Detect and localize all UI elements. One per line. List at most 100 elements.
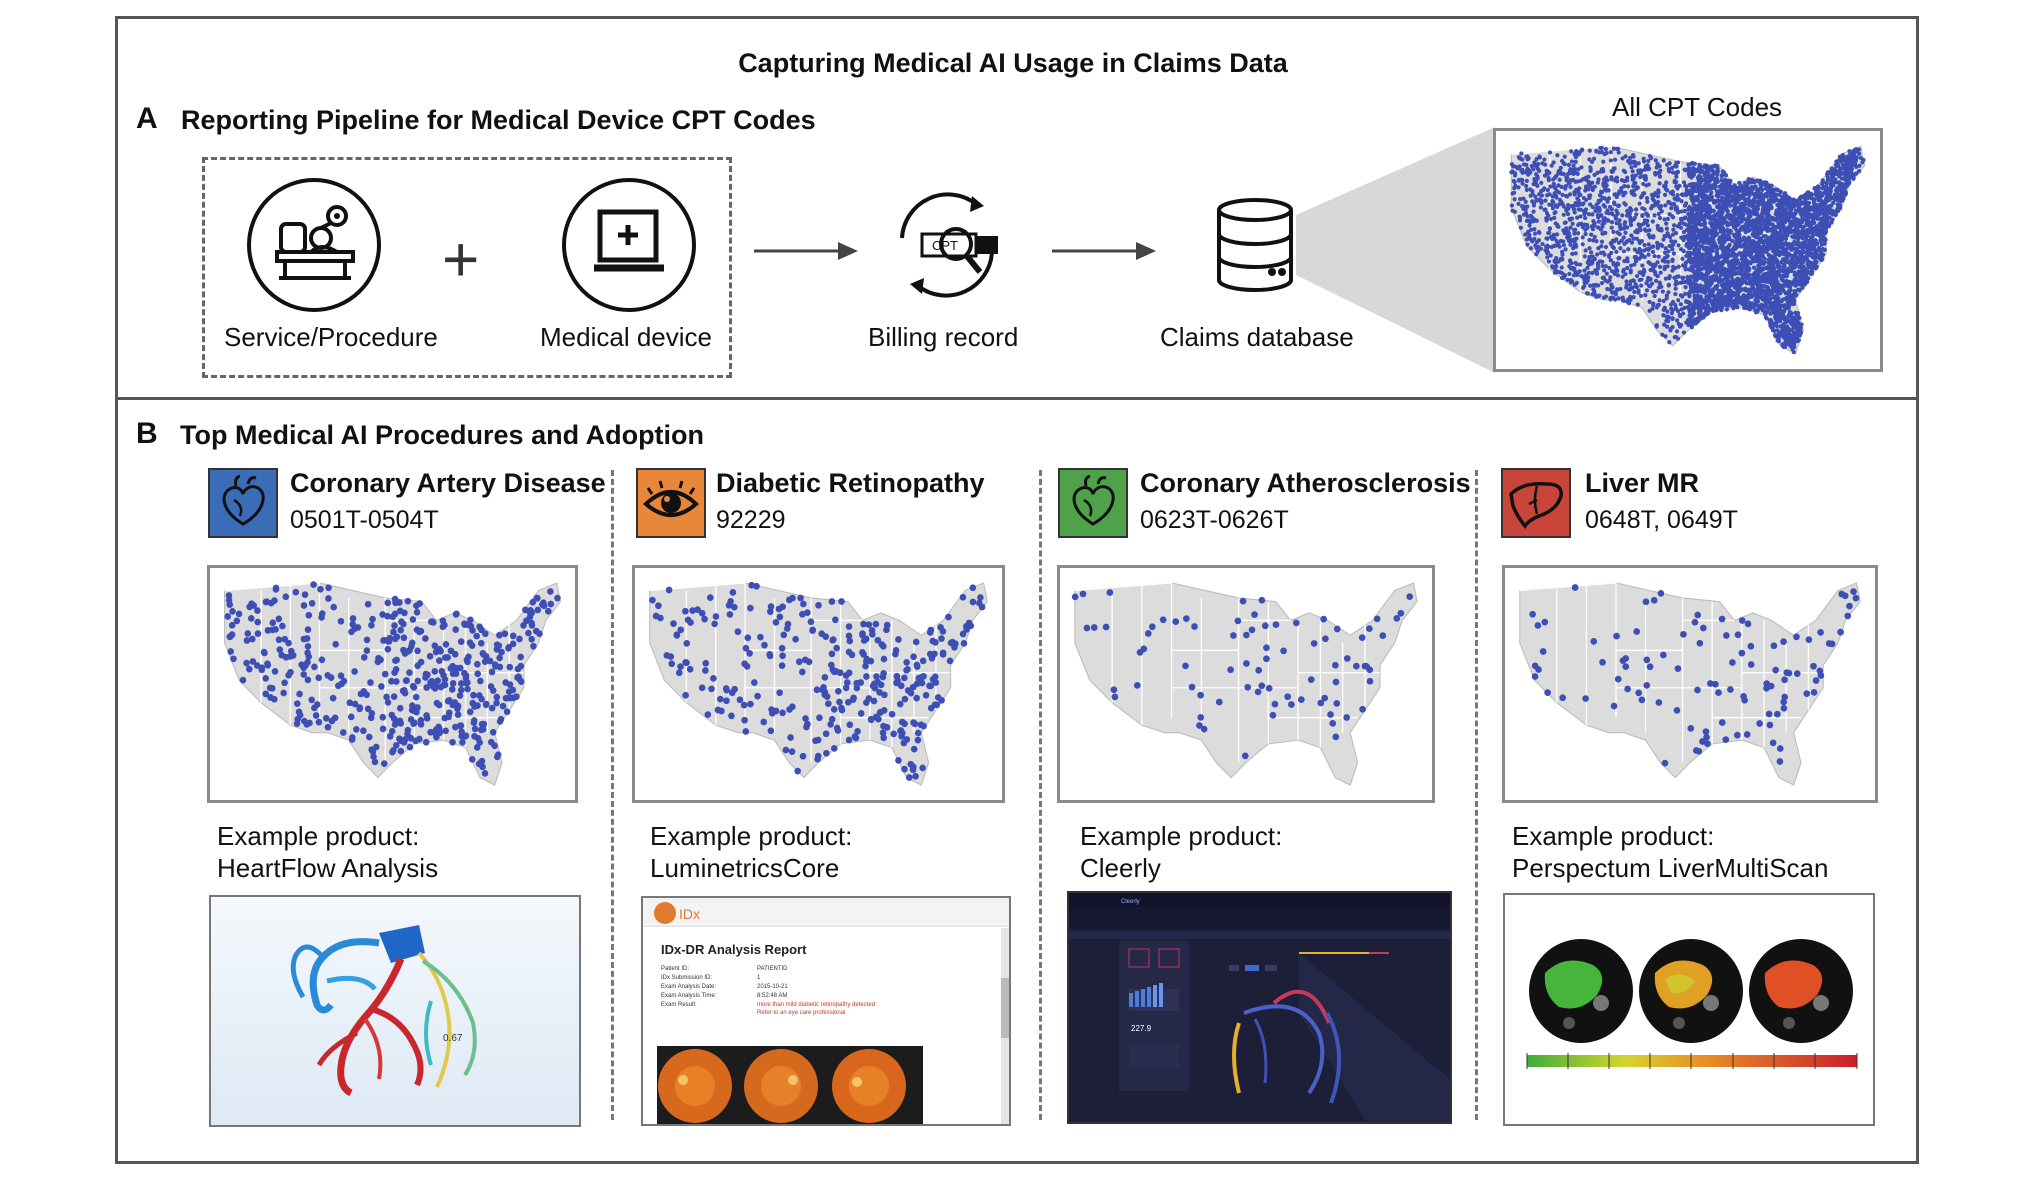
provider-dot — [1750, 232, 1755, 237]
provider-dot — [502, 679, 509, 686]
provider-dot — [1790, 292, 1796, 298]
provider-dot — [1762, 202, 1767, 207]
provider-dot — [1584, 291, 1590, 296]
provider-dot — [1779, 299, 1784, 304]
provider-dot — [1664, 318, 1669, 323]
provider-dot — [1775, 269, 1780, 274]
provider-dot — [1628, 294, 1633, 300]
provider-dot — [1599, 213, 1604, 218]
provider-dot — [1760, 209, 1765, 215]
provider-dot — [1642, 254, 1647, 260]
provider-dot — [1613, 297, 1618, 302]
provider-dot — [1688, 267, 1694, 273]
provider-dot — [1837, 154, 1842, 159]
arrow-to-database — [1052, 242, 1156, 260]
provider-dot — [1681, 237, 1686, 243]
provider-dot — [1648, 277, 1653, 282]
provider-dot — [1601, 203, 1606, 208]
provider-dot — [1622, 201, 1627, 206]
provider-dot — [1627, 211, 1632, 216]
provider-dot — [1665, 309, 1670, 314]
provider-dot — [1694, 249, 1699, 254]
provider-dot — [1550, 206, 1556, 211]
provider-dot — [1822, 226, 1828, 231]
provider-dot — [1682, 279, 1688, 285]
provider-dot — [1805, 201, 1810, 206]
provider-dot — [1861, 157, 1866, 163]
provider-dot — [1530, 191, 1535, 197]
provider-dot — [1523, 232, 1528, 237]
provider-dot — [1827, 215, 1832, 220]
provider-dot — [1594, 202, 1599, 207]
provider-dot — [361, 689, 368, 697]
provider-dot — [1561, 243, 1567, 248]
provider-dot — [1572, 190, 1577, 195]
provider-dot — [1756, 190, 1761, 196]
provider-dot — [1658, 270, 1663, 275]
provider-dot — [1566, 236, 1571, 242]
provider-dot — [1704, 278, 1710, 283]
provider-dot — [1536, 238, 1542, 243]
provider-dot — [1755, 287, 1760, 293]
provider-dot — [1725, 209, 1730, 214]
provider-dot — [1707, 307, 1713, 312]
provider-dot — [1524, 187, 1529, 192]
provider-dot — [1509, 162, 1515, 167]
provider-dot — [325, 595, 332, 602]
provider-dot — [499, 702, 507, 710]
provider-dot — [1576, 231, 1581, 236]
provider-dot — [1592, 234, 1597, 240]
provider-dot — [1580, 242, 1585, 247]
state-border — [1511, 145, 1612, 285]
provider-dot — [1652, 193, 1657, 198]
provider-dot — [1703, 212, 1709, 217]
provider-dot — [1545, 187, 1550, 193]
provider-dot — [1838, 192, 1843, 198]
provider-dot — [1691, 214, 1696, 219]
provider-dot — [1771, 199, 1777, 204]
provider-dot — [1518, 197, 1523, 202]
provider-dot — [1715, 204, 1720, 210]
provider-dot — [1622, 183, 1627, 189]
provider-dot — [1594, 294, 1600, 299]
provider-dot — [1640, 263, 1645, 268]
provider-dot — [1728, 273, 1733, 279]
provider-dot — [1566, 162, 1572, 167]
provider-dot — [1698, 181, 1703, 186]
provider-dot — [1706, 287, 1712, 292]
provider-dot — [1736, 265, 1741, 271]
provider-dot — [1779, 260, 1784, 265]
provider-dot — [1769, 283, 1775, 288]
provider-dot — [1595, 180, 1600, 185]
provider-dot — [1662, 305, 1667, 310]
provider-dot — [1773, 192, 1778, 197]
provider-dot — [381, 670, 389, 678]
provider-dot — [1707, 204, 1712, 209]
provider-dot — [1587, 246, 1592, 251]
provider-dot — [1602, 177, 1607, 182]
provider-dot — [454, 711, 462, 719]
provider-dot — [1516, 201, 1521, 206]
provider-dot — [1629, 240, 1635, 245]
provider-dot — [1778, 308, 1783, 313]
provider-dot — [1713, 171, 1718, 176]
provider-dot — [481, 658, 489, 666]
provider-dot — [1571, 273, 1577, 278]
provider-dot — [1759, 239, 1764, 244]
provider-dot — [1777, 211, 1782, 216]
provider-dot — [1643, 292, 1648, 298]
provider-dot — [1722, 287, 1727, 292]
provider-dot — [468, 642, 476, 649]
provider-dot — [1762, 180, 1768, 185]
provider-dot — [1754, 207, 1759, 212]
provider-dot — [1783, 316, 1788, 322]
provider-dot — [1569, 260, 1574, 266]
provider-dot — [1841, 154, 1847, 159]
provider-dot — [1573, 251, 1578, 256]
provider-dot — [1652, 213, 1657, 218]
provider-dot — [1628, 263, 1634, 268]
provider-dot — [1529, 163, 1535, 169]
provider-dot — [1730, 298, 1735, 304]
provider-dot — [466, 708, 474, 716]
provider-dot — [1554, 264, 1559, 269]
